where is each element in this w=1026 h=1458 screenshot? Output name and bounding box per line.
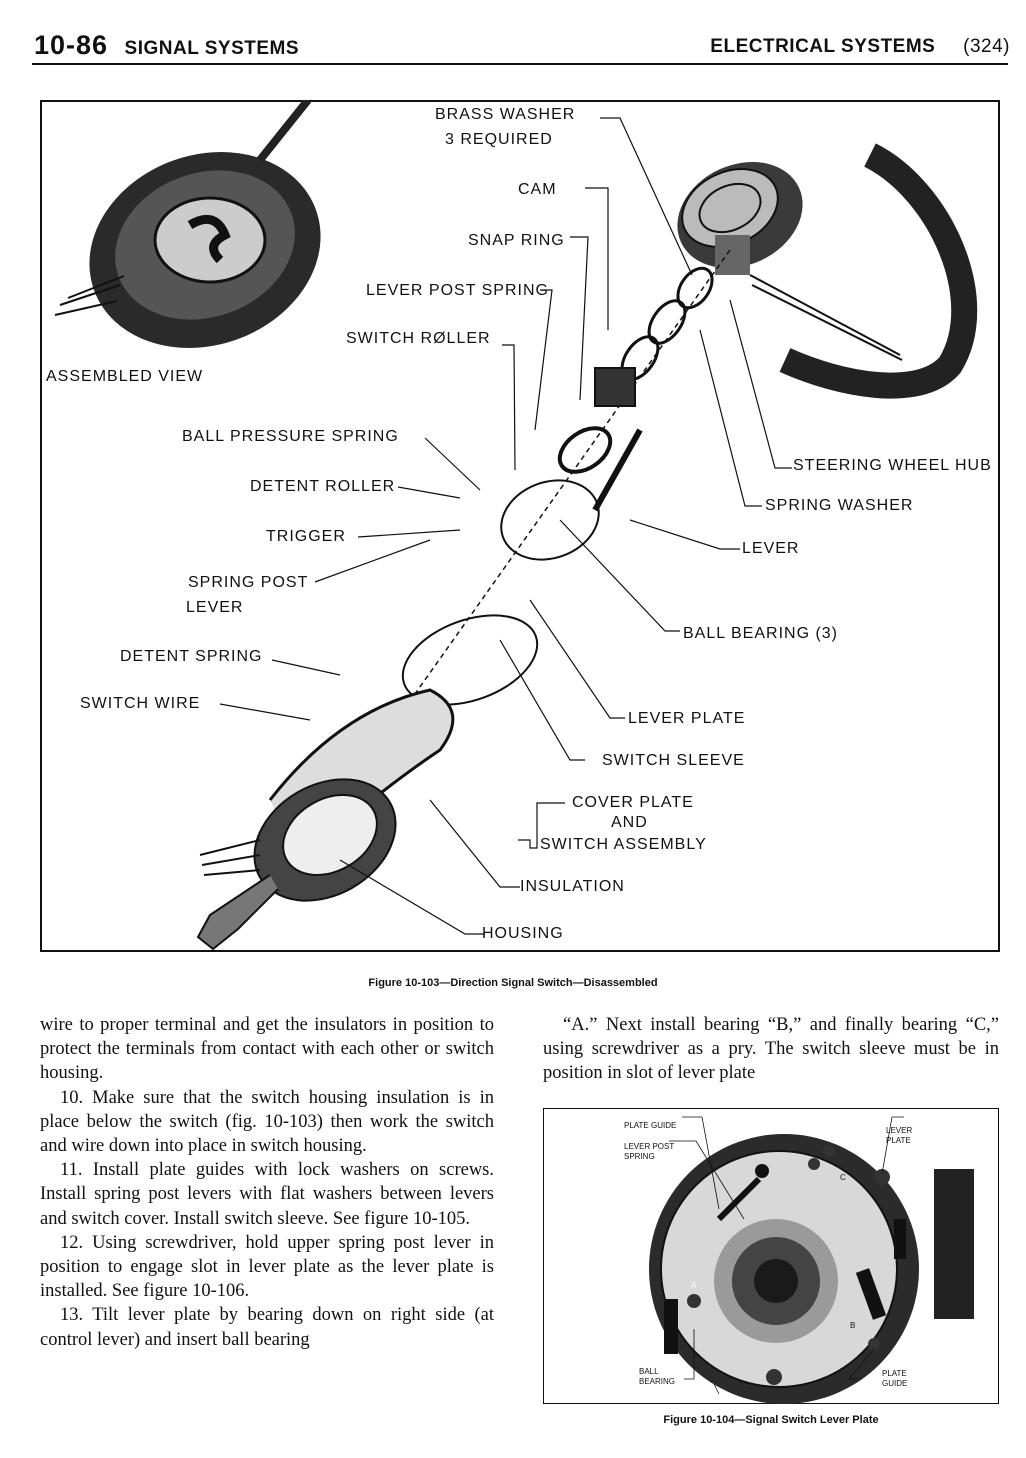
label-lever-post-spring: LEVER POST SPRING	[366, 282, 549, 299]
label-assembled-view: ASSEMBLED VIEW	[46, 368, 204, 385]
figure-10-104-caption: Figure 10-104—Signal Switch Lever Plate	[663, 1414, 879, 1426]
figure-10-103: BRASS WASHER 3 REQUIRED CAM SNAP RING LE…	[40, 100, 1000, 952]
label-snap-ring: SNAP RING	[468, 232, 565, 249]
paragraph: 11. Install plate guides with lock washe…	[40, 1160, 494, 1229]
label-switch-assembly: SWITCH ASSEMBLY	[540, 836, 707, 853]
label-spring-post-lever: LEVER	[186, 599, 244, 616]
section-title: SIGNAL SYSTEMS	[124, 38, 300, 59]
label-brass-washer-qty: 3 REQUIRED	[445, 131, 553, 148]
label-detent-roller: DETENT ROLLER	[250, 478, 396, 495]
header-rule	[32, 63, 1008, 65]
body-column-left: wire to proper terminal and get the insu…	[40, 1013, 494, 1352]
label-guide-bottom: GUIDE	[882, 1379, 908, 1388]
label-spring: SPRING	[624, 1152, 655, 1161]
label-plate-bottom: PLATE	[882, 1369, 907, 1378]
label-bearing-c: C	[840, 1173, 846, 1182]
label-lever: LEVER	[886, 1126, 913, 1135]
label-switch-roller: SWITCH RØLLER	[346, 330, 491, 347]
label-housing: HOUSING	[482, 925, 564, 942]
label-cam: CAM	[518, 181, 557, 198]
label-ball-pressure-spring: BALL PRESSURE SPRING	[182, 428, 399, 445]
leader-lines	[219, 117, 792, 935]
label-steering-wheel-hub: STEERING WHEEL HUB	[793, 457, 992, 474]
figure-10-104: PLATE GUIDE LEVER POST SPRING LEVER PLAT…	[543, 1108, 999, 1404]
label-insulation: INSULATION	[520, 878, 625, 895]
label-brass-washer: BRASS WASHER	[435, 106, 576, 123]
label-lever: LEVER	[742, 540, 800, 557]
page-header-left: 10-86 SIGNAL SYSTEMS	[34, 30, 299, 70]
page-id: 10-86	[34, 30, 109, 60]
steering-wheel-hub-drawing	[677, 143, 978, 399]
label-spring-post: SPRING POST	[188, 574, 309, 591]
label-plate-guide-top: PLATE GUIDE	[624, 1121, 677, 1130]
label-lever-post: LEVER POST	[624, 1142, 675, 1151]
label-lever-plate: LEVER PLATE	[628, 710, 746, 727]
label-switch-sleeve: SWITCH SLEEVE	[602, 752, 745, 769]
exploded-diagram	[40, 100, 1000, 952]
page-header-right: ELECTRICAL SYSTEMS (324)	[710, 36, 1010, 76]
label-cover-and: AND	[611, 814, 648, 831]
label-bearing: BEARING	[639, 1377, 676, 1386]
label-ball-bearing: BALL BEARING (3)	[683, 625, 839, 642]
label-bearing-b: B	[850, 1321, 856, 1330]
label-ball: BALL	[639, 1367, 659, 1376]
paragraph: “A.” Next install bearing “B,” and final…	[543, 1015, 999, 1084]
label-plate: PLATE	[886, 1136, 911, 1145]
label-detent-spring: DETENT SPRING	[120, 648, 263, 665]
paragraph: 13. Tilt lever plate by bearing down on …	[40, 1305, 494, 1350]
paragraph: 12. Using screwdriver, hold upper spring…	[40, 1232, 494, 1302]
body-column-right: “A.” Next install bearing “B,” and final…	[543, 1013, 999, 1086]
assembled-view-drawing	[54, 100, 321, 348]
lever-plate-photo	[649, 1116, 974, 1404]
paragraph: wire to proper terminal and get the insu…	[40, 1015, 494, 1084]
label-bearing-a: A	[691, 1281, 697, 1290]
exploded-parts	[196, 249, 731, 951]
figure-10-103-caption: Figure 10-103—Direction Signal Switch—Di…	[368, 977, 658, 989]
label-trigger: TRIGGER	[266, 528, 346, 545]
label-switch-wire: SWITCH WIRE	[80, 695, 201, 712]
page-number: (324)	[963, 36, 1010, 57]
label-cover-plate: COVER PLATE	[572, 794, 694, 811]
chapter-title: ELECTRICAL SYSTEMS	[710, 36, 936, 57]
paragraph: 10. Make sure that the switch housing in…	[40, 1087, 494, 1157]
label-spring-washer: SPRING WASHER	[765, 497, 914, 514]
